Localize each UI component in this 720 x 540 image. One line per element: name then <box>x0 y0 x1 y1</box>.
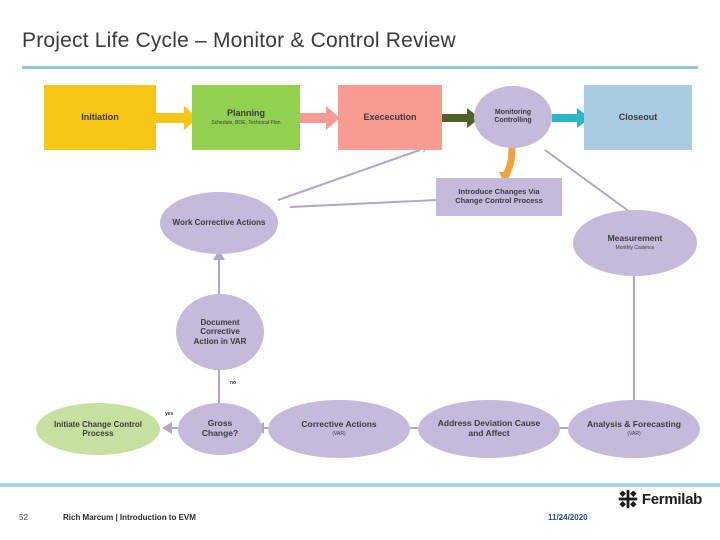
phase-monitoring-controlling[interactable]: Monitoring Controlling <box>474 86 552 148</box>
phase-planning-label: Planning <box>227 108 265 119</box>
node-work-corrective-actions[interactable]: Work Corrective Actions <box>160 192 278 254</box>
node-gross-change-line2: Change? <box>201 428 239 438</box>
node-analysis-forecasting-sublabel: (VAR) <box>627 431 641 437</box>
node-initiate-change-control[interactable]: Initiate Change Control Process <box>36 403 160 455</box>
label-decision-no: no <box>230 380 237 386</box>
node-analysis-forecasting-label: Analysis & Forecasting <box>586 419 681 430</box>
node-measurement-sublabel: Monthly Cadence <box>615 245 655 251</box>
label-decision-yes: yes <box>165 411 174 417</box>
node-initiate-change-line1: Initiate Change Control <box>54 419 142 429</box>
arrow-initiation-to-planning <box>156 106 198 130</box>
node-measurement-label: Measurement <box>607 233 663 244</box>
phase-closeout[interactable]: Closeout <box>584 85 692 150</box>
page-number: 52 <box>19 513 28 522</box>
node-corrective-actions-label: Corrective Actions <box>301 419 377 430</box>
fermilab-logo: Fermilab <box>618 489 702 509</box>
arrow-execution-to-monitoring <box>442 108 480 128</box>
footer-divider <box>0 483 720 487</box>
node-document-line1: Document <box>200 318 240 328</box>
node-analysis-forecasting[interactable]: Analysis & Forecasting (VAR) <box>568 400 700 458</box>
arrow-monitoring-to-closeout <box>552 108 590 128</box>
node-address-deviation-line2: and Affect <box>468 428 510 438</box>
node-corrective-actions[interactable]: Corrective Actions (VAR) <box>268 400 410 458</box>
phase-planning[interactable]: Planning Schedule, BOE, Technical Plan <box>192 85 300 150</box>
node-document-line2: Corrective <box>200 327 240 337</box>
node-measurement[interactable]: Measurement Monthly Cadence <box>573 210 697 276</box>
node-work-corrective-actions-label: Work Corrective Actions <box>172 218 266 228</box>
node-gross-change-line1: Gross <box>207 418 233 429</box>
phase-closeout-label: Closeout <box>618 112 658 123</box>
node-introduce-changes-line2: Change Control Process <box>455 196 543 205</box>
title-divider <box>22 66 698 69</box>
node-gross-change-decision[interactable]: Gross Change? <box>178 403 262 455</box>
phase-execution-label: Exececution <box>363 112 417 123</box>
phase-initiation-label: Initiation <box>81 112 119 123</box>
node-address-deviation[interactable]: Address Deviation Cause and Affect <box>418 400 560 458</box>
node-address-deviation-line1: Address Deviation Cause <box>437 418 541 429</box>
footer-text: Rich Marcum | Introduction to EVM <box>63 513 196 522</box>
node-initiate-change-line2: Process <box>82 429 114 438</box>
node-document-line3: Action in VAR <box>193 336 247 346</box>
phase-planning-sublabel: Schedule, BOE, Technical Plan <box>211 119 281 126</box>
phase-execution[interactable]: Exececution <box>338 85 442 150</box>
phase-monitoring-line1: Monitoring <box>494 108 532 116</box>
footer-date: 11/24/2020 <box>548 513 588 522</box>
fermilab-wordmark: Fermilab <box>641 490 702 508</box>
node-introduce-changes[interactable]: Introduce Changes Via Change Control Pro… <box>436 178 562 216</box>
node-introduce-changes-line1: Introduce Changes Via <box>458 187 540 197</box>
node-corrective-actions-sublabel: (VAR) <box>332 431 346 437</box>
phase-monitoring-line2: Controlling <box>494 117 532 124</box>
fermilab-mark-icon <box>618 489 638 509</box>
phase-initiation[interactable]: Initiation <box>44 85 156 150</box>
page-title: Project Life Cycle – Monitor & Control R… <box>22 29 456 52</box>
arrow-planning-to-execution <box>300 106 340 130</box>
node-document-corrective-action[interactable]: Document Corrective Action in VAR <box>176 294 264 370</box>
